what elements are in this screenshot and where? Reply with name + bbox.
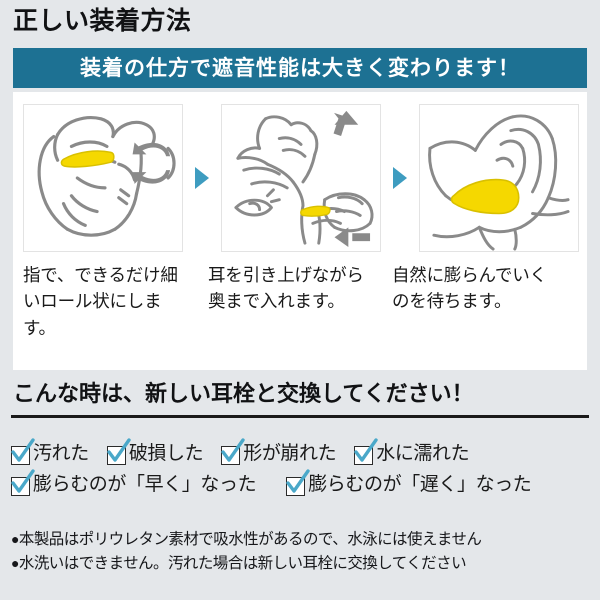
checkbox-checked-icon[interactable] xyxy=(11,438,35,465)
footer-note-2: ●水洗いはできません。汚れた場合は新しい耳栓に交換してください xyxy=(11,552,591,576)
step-arrow-1-to-2 xyxy=(195,166,209,189)
condition-label: 形が崩れた xyxy=(243,443,337,464)
bullet-icon: ● xyxy=(11,531,19,547)
checkbox-checked-icon[interactable] xyxy=(11,469,35,496)
steps-card: 指で、できるだけ細いロール状にします。 耳を引き上げながら奥まで入れます。 自然… xyxy=(13,92,587,370)
page-title: 正しい装着方法 xyxy=(13,7,192,35)
footer-notes: ●本製品はポリウレタン素材で吸水性があるので、水泳には使えません ●水洗いはでき… xyxy=(11,528,591,576)
checkbox-checked-icon[interactable] xyxy=(106,438,131,465)
condition-label: 膨らむのが「早く」なった xyxy=(33,474,257,495)
bullet-icon: ● xyxy=(11,555,19,572)
condition-item-dirty[interactable]: 汚れた xyxy=(11,438,89,467)
headline-banner-text: 装着の仕方で遮音性能は大きく変わります！ xyxy=(80,56,520,80)
condition-label: 破損した xyxy=(128,443,204,464)
step-2-caption: 耳を引き上げながら奥まで入れます。 xyxy=(208,265,364,312)
checkbox-checked-icon[interactable] xyxy=(354,438,378,465)
condition-item-wet[interactable]: 水に濡れた xyxy=(354,438,470,467)
steps-caption-row: 指で、できるだけ細いロール状にします。 耳を引き上げながら奥まで入れます。 自然… xyxy=(13,262,587,341)
condition-label: 膨らむのが「遅く」なった xyxy=(308,474,532,495)
step-1-caption: 指で、できるだけ細いロール状にします。 xyxy=(23,265,178,338)
replacement-condition-row-1: 汚れた 破損した 形が崩れた 水に濡れた xyxy=(11,438,589,472)
steps-illustration-row xyxy=(13,100,587,255)
condition-item-deformed[interactable]: 形が崩れた xyxy=(221,438,337,467)
headline-banner: 装着の仕方で遮音性能は大きく変わります！ xyxy=(13,48,587,88)
condition-item-damaged[interactable]: 破損した xyxy=(106,438,204,467)
footer-note-2-text: 水洗いはできません。汚れた場合は新しい耳栓に交換してください xyxy=(18,555,467,573)
step-3-caption: 自然に膨らんでいくのを待ちます。 xyxy=(392,265,547,312)
step-3-illustration xyxy=(419,103,579,252)
replacement-heading: こんな時は、新しい耳栓と交換してください！ xyxy=(13,381,474,406)
replacement-condition-list: 汚れた 破損した 形が崩れた 水に濡れた xyxy=(11,438,589,503)
heading-divider xyxy=(11,415,589,418)
step-2-illustration xyxy=(221,103,381,252)
step-1-illustration xyxy=(23,103,183,252)
replacement-condition-row-2: 膨らむのが「早く」なった 膨らむのが「遅く」なった xyxy=(11,469,589,503)
step-arrow-2-to-3 xyxy=(393,166,407,189)
checkbox-checked-icon[interactable] xyxy=(221,438,245,465)
condition-item-expands-too-fast[interactable]: 膨らむのが「早く」なった xyxy=(11,469,257,498)
footer-note-1-text: 本製品はポリウレタン素材で吸水性があるので、水泳には使えません xyxy=(18,531,482,548)
condition-label: 水に濡れた xyxy=(376,443,470,464)
condition-item-expands-too-slow[interactable]: 膨らむのが「遅く」なった xyxy=(286,469,532,498)
checkbox-checked-icon[interactable] xyxy=(286,469,310,496)
footer-note-1: ●本製品はポリウレタン素材で吸水性があるので、水泳には使えません xyxy=(11,528,591,552)
condition-label: 汚れた xyxy=(33,443,89,464)
